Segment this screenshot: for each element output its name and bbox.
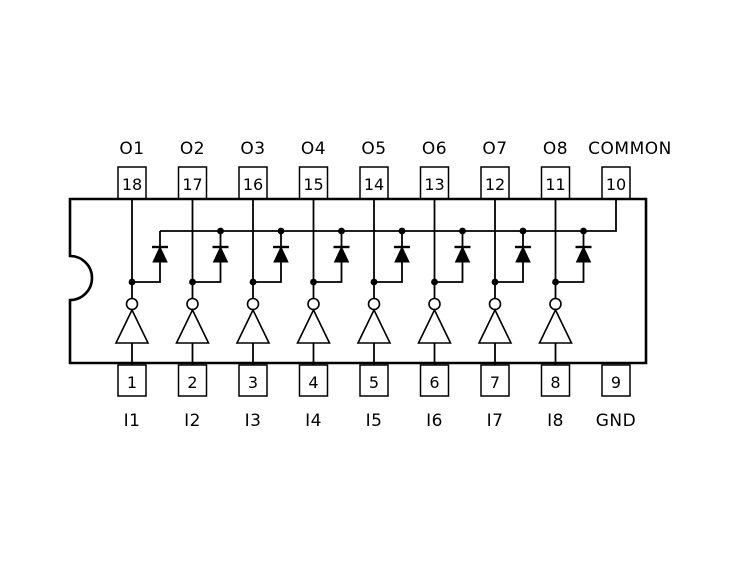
- bottom-pin-box: [238, 364, 268, 397]
- junction-dot: [580, 227, 587, 235]
- top-pin-label: COMMON: [588, 139, 672, 159]
- junction-dot: [189, 278, 196, 286]
- bottom-pin-number: 4: [308, 373, 318, 392]
- top-pin-number: 13: [424, 175, 444, 194]
- inverter-bubble: [246, 297, 260, 311]
- circuit-layer: [114, 199, 617, 365]
- bottom-pin-number: 9: [611, 373, 621, 392]
- top-pin-label: O3: [240, 139, 265, 159]
- junction-dot: [128, 278, 136, 286]
- diode-icon: [273, 245, 289, 263]
- top-pin-box: [298, 166, 329, 200]
- top-pin-label: O2: [180, 139, 205, 159]
- bottom-pin-label: GND: [596, 411, 636, 431]
- inverter-bubble: [488, 297, 502, 311]
- top-pin-number: 16: [243, 175, 263, 194]
- junction-dot: [398, 227, 406, 235]
- top-pin-box: [540, 166, 571, 200]
- top-pin-number: 11: [545, 175, 565, 194]
- inverter-bubble: [125, 297, 139, 311]
- bottom-pin-number: 7: [490, 373, 500, 392]
- bottom-pin-number: 5: [369, 373, 379, 392]
- pin-layer: 18O117O216O315O414O513O612O711O810COMMON…: [117, 139, 672, 431]
- top-pin-number: 15: [303, 175, 323, 194]
- junction-dot: [491, 278, 499, 286]
- junction-dot: [338, 227, 345, 235]
- bottom-pin-number: 2: [187, 373, 197, 392]
- inverter-bubble: [367, 297, 381, 311]
- top-pin-number: 10: [606, 175, 626, 194]
- top-pin-label: O8: [543, 139, 568, 159]
- junction-dot: [277, 227, 285, 235]
- chip-outline: [68, 197, 648, 365]
- diode-icon: [515, 245, 531, 263]
- bottom-pin-number: 6: [429, 373, 439, 392]
- common-bus-wire: [160, 199, 617, 232]
- inverter-bubble: [549, 297, 562, 311]
- bottom-pin-number: 3: [248, 373, 258, 392]
- bottom-pin-label: I8: [547, 411, 564, 431]
- junction-dot: [431, 278, 438, 286]
- inverter-bubble: [428, 297, 441, 311]
- top-pin-box: [238, 166, 268, 200]
- top-pin-box: [177, 166, 208, 200]
- junction-dot: [459, 227, 466, 235]
- junction-dot: [217, 227, 224, 235]
- bottom-pin-label: I4: [305, 411, 322, 431]
- top-pin-label: O1: [119, 139, 144, 159]
- bottom-pin-label: I6: [426, 411, 443, 431]
- inverter-bubble: [186, 297, 199, 311]
- bottom-pin-label: I3: [245, 411, 262, 431]
- bottom-pin-box: [601, 364, 631, 397]
- bottom-pin-box: [117, 364, 147, 397]
- top-pin-number: 18: [122, 175, 142, 194]
- bottom-pin-number: 8: [550, 373, 560, 392]
- diode-icon: [575, 245, 592, 263]
- top-pin-label: O4: [301, 139, 326, 159]
- bottom-pin-label: I7: [487, 411, 504, 431]
- junction-dot: [310, 278, 317, 286]
- junction-dot: [519, 227, 527, 235]
- top-pin-label: O6: [422, 139, 447, 159]
- junction-dot: [552, 278, 559, 286]
- diode-icon: [333, 245, 350, 263]
- top-pin-number: 14: [364, 175, 384, 194]
- top-pin-label: O5: [361, 139, 386, 159]
- inverter-bubble: [307, 297, 320, 311]
- top-pin-number: 12: [485, 175, 505, 194]
- bottom-pin-label: I2: [184, 411, 201, 431]
- junction-dot: [370, 278, 378, 286]
- diode-icon: [212, 245, 229, 263]
- junction-dot: [249, 278, 257, 286]
- diode-icon: [394, 245, 410, 263]
- bottom-pin-label: I1: [124, 411, 141, 431]
- top-pin-box: [480, 166, 510, 200]
- bottom-pin-number: 1: [127, 373, 137, 392]
- diode-icon: [152, 245, 168, 263]
- top-pin-number: 17: [182, 175, 202, 194]
- top-pin-label: O7: [482, 139, 507, 159]
- diode-icon: [454, 245, 471, 263]
- bottom-pin-label: I5: [366, 411, 383, 431]
- top-pin-box: [419, 166, 450, 200]
